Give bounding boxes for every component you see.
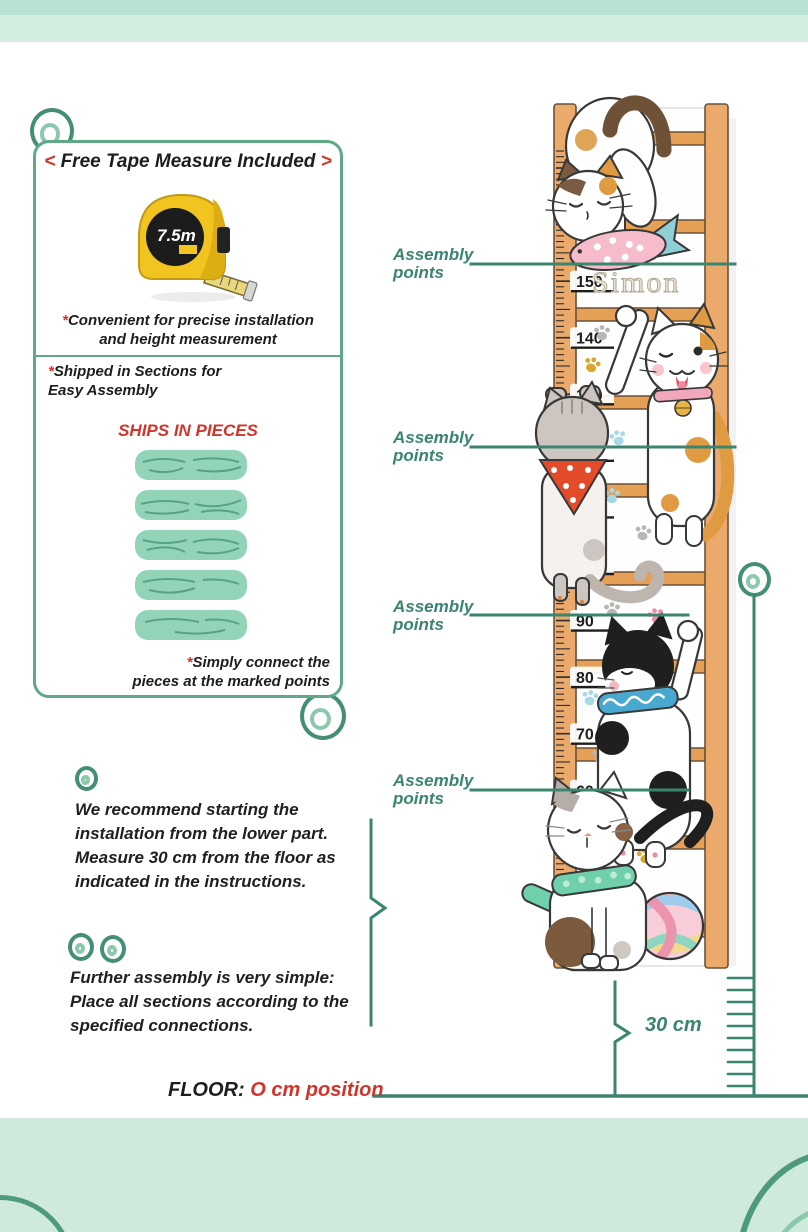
note-connect: *Simply connect the pieces at the marked… bbox=[132, 654, 330, 690]
title-open-bracket: < bbox=[44, 151, 56, 172]
child-name: Simon bbox=[592, 266, 680, 299]
tape-measure-image: 7.5m bbox=[138, 193, 258, 302]
info-box-title: < Free Tape Measure Included > bbox=[36, 151, 340, 173]
box-divider bbox=[36, 355, 340, 357]
plank-piece bbox=[135, 450, 247, 480]
ring-ornament bbox=[68, 933, 94, 961]
asterisk: * bbox=[62, 312, 68, 329]
cat-gray-bandana bbox=[534, 379, 665, 606]
ships-in-pieces-title: SHIPS IN PIECES bbox=[118, 421, 258, 440]
asterisk: * bbox=[48, 363, 54, 380]
footer-band bbox=[0, 1118, 808, 1232]
left-bracket-line bbox=[369, 818, 388, 1027]
floor-value: O cm position bbox=[244, 1079, 384, 1101]
offset-label: 30 cm bbox=[645, 1014, 702, 1036]
cat-white-sitting bbox=[521, 770, 648, 972]
floor-label: FLOOR: O cm position bbox=[168, 1079, 384, 1101]
tape-size-label: 7.5m bbox=[157, 226, 196, 245]
svg-text:80: 80 bbox=[576, 670, 594, 687]
info-box: < Free Tape Measure Included > 7.5m *Con… bbox=[33, 140, 343, 698]
title-text: Free Tape Measure Included bbox=[55, 151, 321, 172]
ring-ornament bbox=[75, 766, 98, 791]
svg-text:90: 90 bbox=[576, 614, 594, 631]
note-tape: *Convenient for precise installation and… bbox=[62, 312, 314, 348]
cat-with-fish bbox=[545, 154, 692, 271]
top-band-dark bbox=[0, 0, 808, 15]
ring-ornament bbox=[100, 935, 126, 963]
cat-winking bbox=[604, 301, 735, 547]
instruction-step1: We recommend starting the installation f… bbox=[75, 800, 336, 891]
top-band-light bbox=[0, 15, 808, 42]
plank-stack bbox=[128, 450, 254, 650]
ring-ornament bbox=[300, 692, 346, 740]
svg-text:70: 70 bbox=[576, 727, 594, 744]
plank-piece bbox=[135, 530, 247, 560]
svg-text:150: 150 bbox=[576, 274, 603, 291]
plank-piece bbox=[135, 570, 247, 600]
asterisk: * bbox=[186, 654, 193, 671]
svg-text:140: 140 bbox=[576, 331, 603, 348]
offset-bracket-line bbox=[613, 980, 632, 1098]
title-close-bracket: > bbox=[320, 151, 332, 172]
plank-piece bbox=[135, 490, 247, 520]
instruction-step2: Further assembly is very simple: Place a… bbox=[70, 968, 349, 1035]
ring-ornament bbox=[738, 562, 771, 597]
right-scale-ticks bbox=[726, 976, 755, 1088]
note-sections: *Shipped in Sections for Easy Assembly bbox=[48, 363, 222, 399]
plank-piece bbox=[135, 610, 247, 640]
growth-chart: 30405060708090100110120130140150160170 S… bbox=[521, 95, 736, 972]
